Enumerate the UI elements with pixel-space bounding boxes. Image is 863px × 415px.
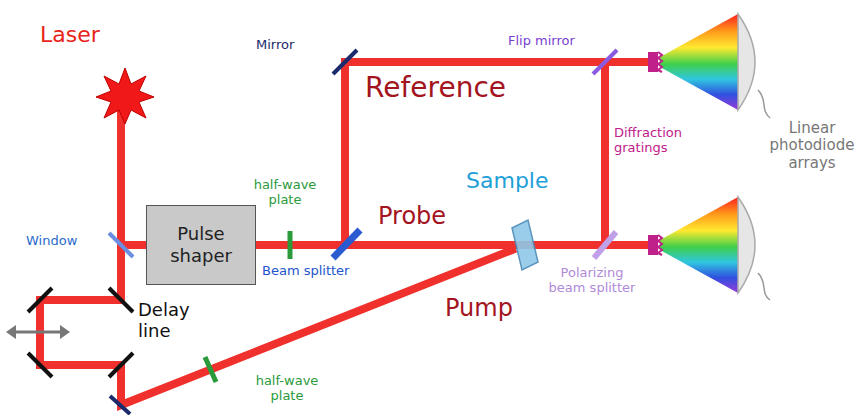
part-label: Polarizing beam splitter (546, 266, 638, 296)
sample-label: Sample (466, 168, 549, 193)
part-label: Flip mirror (508, 34, 575, 49)
detector-label: Linear photodiode arrays (764, 120, 860, 172)
laser-star (96, 68, 154, 124)
polarizing-beam-splitter (594, 232, 616, 258)
process-box: Pulse shaper (146, 205, 256, 285)
beam-splitter (333, 230, 360, 258)
half-wave-plate (205, 357, 216, 382)
part-label: half-wave plate (252, 374, 322, 404)
spectrometer (648, 14, 770, 118)
window (109, 233, 133, 257)
flip-mirror (593, 50, 617, 74)
beam-label: Reference (365, 72, 506, 104)
part-label: Beam splitter (262, 264, 349, 279)
cross-beam (601, 62, 609, 245)
pump-beam (40, 110, 512, 405)
source-label: Laser (40, 22, 100, 47)
part-label: Mirror (256, 38, 294, 53)
mirror (333, 50, 357, 74)
part-label: Delay line (138, 300, 200, 341)
box-text: Pulse shaper (155, 223, 247, 266)
beam-label: Pump (445, 295, 513, 323)
part-label: Window (26, 234, 77, 249)
half-wave-plate (288, 231, 293, 259)
sample-plate (512, 220, 538, 270)
part-label: Diffraction gratings (614, 126, 700, 156)
beam-label: Probe (378, 203, 446, 231)
part-label: half-wave plate (250, 178, 320, 208)
spectrometer (648, 197, 770, 300)
delay-arrow (6, 325, 70, 339)
delay-mirrors (28, 288, 133, 414)
laser-beams (40, 62, 650, 405)
reference-beam (345, 62, 650, 245)
